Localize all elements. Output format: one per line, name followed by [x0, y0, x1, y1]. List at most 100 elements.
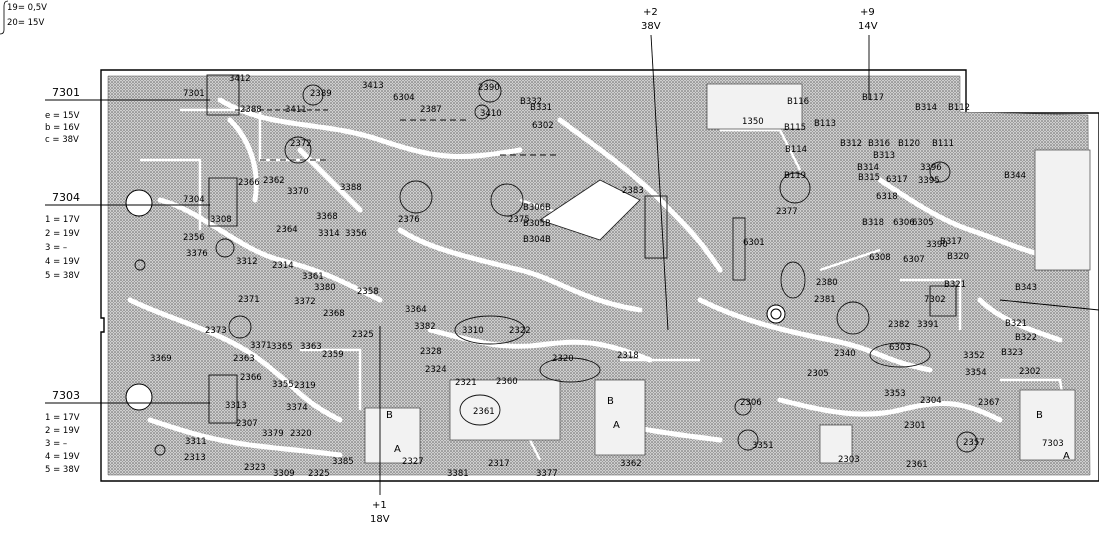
component-label: 2322	[509, 326, 531, 336]
ic-7304-note: 7304 1 = 17V 2 = 19V 3 = – 4 = 19V 5 = 3…	[45, 191, 80, 281]
component-label: 3361	[302, 272, 324, 282]
component-label: 3370	[287, 187, 309, 197]
test-point-1-number: +1	[372, 500, 387, 511]
component-label: 2317	[488, 459, 510, 469]
component-label: 3376	[186, 249, 208, 259]
component-label: 3353	[884, 389, 906, 399]
component-label: 3363	[300, 342, 322, 352]
component-label: 6306	[893, 218, 915, 228]
component-label: B120	[898, 139, 920, 149]
component-label: 2372	[290, 139, 312, 149]
component-label: 6308	[869, 253, 891, 263]
ic-7304-title: 7304	[52, 191, 80, 204]
component-label: 2376	[398, 215, 420, 225]
component-label: 3364	[405, 305, 427, 315]
ic-7301-title: 7301	[52, 86, 80, 99]
component-label: B314	[857, 163, 879, 173]
component-label: 3371	[250, 341, 272, 351]
component-label: 2373	[205, 326, 227, 336]
ic-7304-line-1: 1 = 17V	[45, 215, 80, 225]
component-label: 6303	[889, 343, 911, 353]
component-label: 2366	[240, 373, 262, 383]
board-outline	[100, 69, 1099, 482]
component-label: 2389	[310, 89, 332, 99]
component-label: B331	[530, 103, 552, 113]
component-label: 2313	[184, 453, 206, 463]
ic-7301-line-b: b = 16V	[45, 123, 80, 133]
component-label: 2387	[420, 105, 442, 115]
component-label: 2307	[236, 419, 258, 429]
ic-7301-line-c: c = 38V	[45, 135, 79, 145]
component-label: 3379	[262, 429, 284, 439]
ic-7303-line-2: 2 = 19V	[45, 426, 80, 436]
component-label: 3355	[272, 380, 294, 390]
component-label: 3381	[447, 469, 469, 479]
component-label: 2357	[963, 438, 985, 448]
ic-7303-title: 7303	[52, 389, 80, 402]
component-label: B321	[1005, 319, 1027, 329]
component-label: B306B	[523, 203, 551, 213]
component-label: B312	[840, 139, 862, 149]
component-label: 6317	[886, 175, 908, 185]
component-label: B304B	[523, 235, 551, 245]
component-label: 2375	[508, 215, 530, 225]
ic-7303-line-1: 1 = 17V	[45, 413, 80, 423]
component-label: B315	[858, 173, 880, 183]
ic-7304-line-3: 3 = –	[45, 243, 67, 253]
ic-7304-line-4: 4 = 19V	[45, 257, 80, 267]
component-label: 3390	[926, 240, 948, 250]
component-label: 3365	[271, 342, 293, 352]
component-label: 2356	[183, 233, 205, 243]
test-point-2-voltage: 38V	[641, 21, 661, 32]
component-label: 3313	[225, 401, 247, 411]
component-label: 6318	[876, 192, 898, 202]
component-label: 1350	[742, 117, 764, 127]
component-label: 3391	[917, 320, 939, 330]
component-label: 3413	[362, 81, 384, 91]
component-label: 2314	[272, 261, 294, 271]
component-label: 2320	[552, 354, 574, 364]
component-label: 3368	[316, 212, 338, 222]
component-label: 2371	[238, 295, 260, 305]
component-label: 2319	[294, 381, 316, 391]
ic-7303-line-5: 5 = 38V	[45, 465, 80, 475]
component-label: 3412	[229, 74, 251, 84]
component-label: B323	[1001, 348, 1023, 358]
leader-lines	[45, 34, 1099, 495]
component-label: 7304	[183, 195, 205, 205]
component-label: B313	[873, 151, 895, 161]
ic-7301-note: 7301 e = 15V b = 16V c = 38V	[45, 86, 80, 145]
component-label: B	[607, 396, 614, 407]
corner-note-line-2: 20= 15V	[7, 18, 44, 28]
component-label: 3309	[273, 469, 295, 479]
component-label: 3311	[185, 437, 207, 447]
component-label: 6304	[393, 93, 415, 103]
component-label: 3372	[294, 297, 316, 307]
component-label: 2377	[776, 207, 798, 217]
component-label: 3312	[236, 257, 258, 267]
component-label: 7301	[183, 89, 205, 99]
component-label: B314	[915, 103, 937, 113]
corner-note: 19= 0,5V 20= 15V	[0, 0, 47, 35]
component-label: B305B	[523, 219, 551, 229]
ic-7303-line-4: 4 = 19V	[45, 452, 80, 462]
component-label: 2325	[308, 469, 330, 479]
component-label: 2320	[290, 429, 312, 439]
component-label: 3354	[965, 368, 987, 378]
component-label: 3374	[286, 403, 308, 413]
component-label: 2301	[904, 421, 926, 431]
component-label: 3388	[340, 183, 362, 193]
component-label: B343	[1015, 283, 1037, 293]
component-label: 2324	[425, 365, 447, 375]
component-label: B322	[1015, 333, 1037, 343]
component-label: B117	[862, 93, 884, 103]
component-label: 2388	[240, 105, 262, 115]
component-label: B344	[1004, 171, 1026, 181]
mounting-holes	[125, 189, 786, 411]
component-label: 2382	[888, 320, 910, 330]
component-label: 2305	[807, 369, 829, 379]
component-label: 2363	[233, 354, 255, 364]
component-label: 2328	[420, 347, 442, 357]
ic-7304-line-5: 5 = 38V	[45, 271, 80, 281]
